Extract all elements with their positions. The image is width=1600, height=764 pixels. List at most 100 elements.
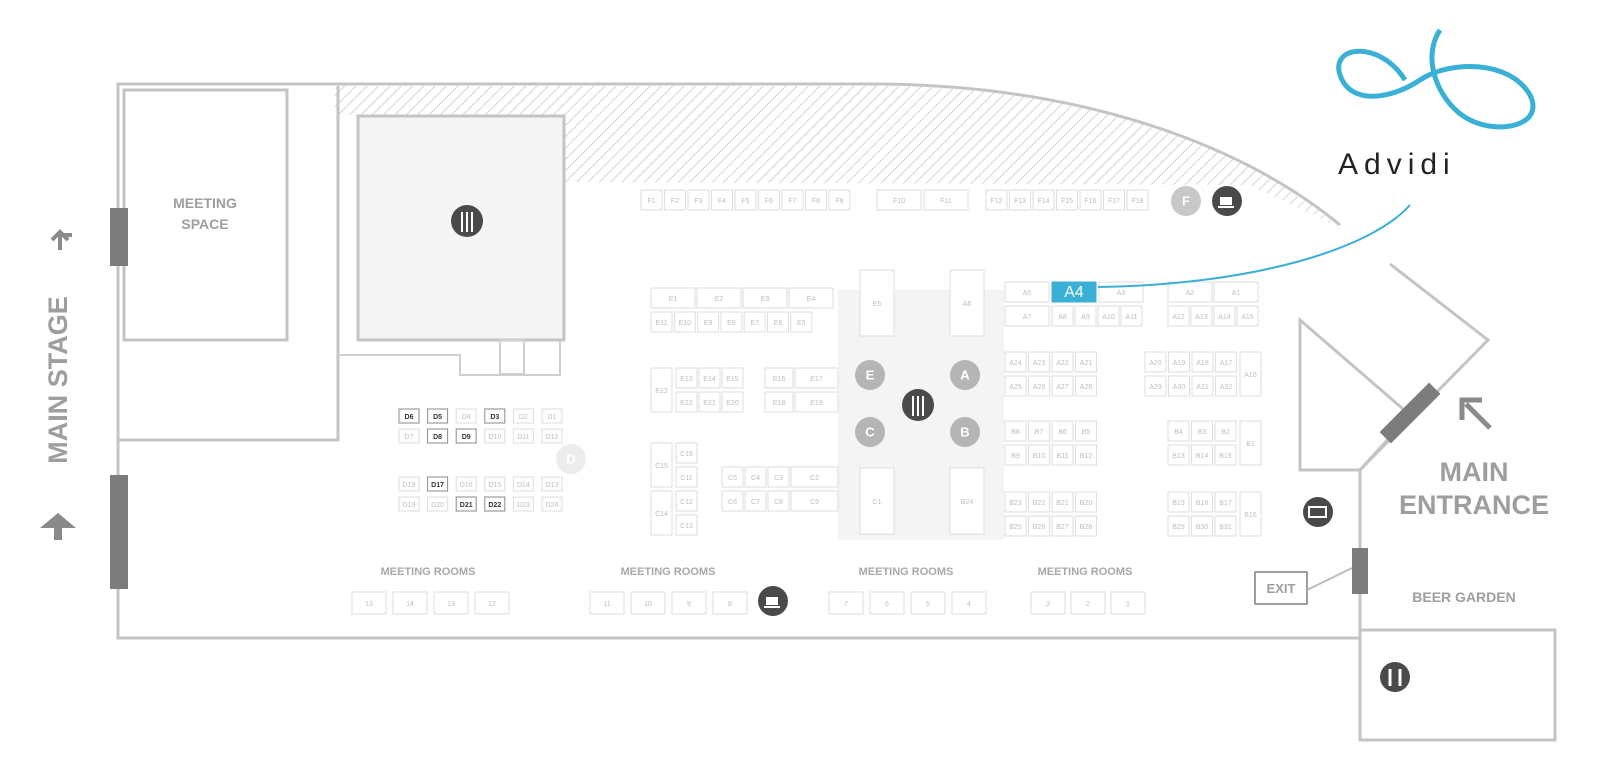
booth-c15[interactable]: C15 [650,442,673,488]
booth-f18[interactable]: F18 [1126,189,1149,211]
booth-a9[interactable]: A9 [1074,305,1097,327]
booth-a10[interactable]: A10 [1097,305,1120,327]
booth-c9[interactable]: C9 [790,490,839,512]
booth-a2[interactable]: A2 [1167,281,1213,303]
booth-f6[interactable]: F6 [758,189,780,211]
booth-f10[interactable]: F10 [876,189,922,211]
booth-b7[interactable]: B7 [1028,420,1050,442]
booth-b26[interactable]: B26 [1028,515,1050,537]
booth-e15[interactable]: E15 [721,367,744,389]
booth-d6[interactable]: D6 [398,408,420,424]
booth-a4[interactable]: A4 [1051,281,1097,303]
meeting-room-13[interactable]: 13 [433,591,469,615]
booth-e9[interactable]: E9 [697,311,720,333]
meeting-room-6[interactable]: 6 [869,591,905,615]
booth-e6[interactable]: E6 [767,311,789,333]
booth-b13[interactable]: B13 [1167,444,1190,466]
booth-f16[interactable]: F16 [1079,189,1102,211]
booth-a31[interactable]: A31 [1191,375,1214,397]
booth-f4[interactable]: F4 [711,189,733,211]
booth-d1[interactable]: D1 [541,408,563,424]
booth-b11[interactable]: B11 [1051,444,1074,466]
booth-d8[interactable]: D8 [427,428,449,444]
booth-f11[interactable]: F11 [923,189,969,211]
booth-e14[interactable]: E14 [698,367,721,389]
booth-b6[interactable]: B6 [1051,420,1074,442]
booth-f3[interactable]: F3 [687,189,710,211]
meeting-room-12[interactable]: 12 [474,591,510,615]
booth-a11[interactable]: A11 [1120,305,1143,327]
booth-c16[interactable]: C16 [675,442,698,464]
booth-e10[interactable]: E10 [673,311,696,333]
booth-d22[interactable]: D22 [484,496,506,512]
booth-b23[interactable]: B23 [1004,491,1027,513]
booth-b12[interactable]: B12 [1075,444,1097,466]
booth-c13[interactable]: C13 [675,514,698,536]
booth-a13[interactable]: A13 [1190,305,1213,327]
booth-f5[interactable]: F5 [734,189,757,211]
meeting-room-4[interactable]: 4 [951,591,987,615]
booth-a27[interactable]: A27 [1051,375,1074,397]
booth-b30[interactable]: B30 [1191,515,1213,537]
booth-e5[interactable]: E5 [859,269,895,337]
booth-b8[interactable]: B8 [1004,420,1027,442]
booth-d7[interactable]: D7 [398,428,420,444]
booth-e16[interactable]: E16 [764,367,794,389]
booth-d10[interactable]: D10 [484,428,506,444]
booth-f2[interactable]: F2 [664,189,686,211]
booth-e4[interactable]: E4 [788,287,834,309]
booth-d15[interactable]: D15 [484,476,506,492]
meeting-room-11[interactable]: 11 [589,591,625,615]
booth-d5[interactable]: D5 [427,408,449,424]
booth-e22[interactable]: E22 [675,391,698,413]
booth-d23[interactable]: D23 [512,496,534,512]
meeting-room-13[interactable]: 13 [351,591,387,615]
booth-a14[interactable]: A14 [1213,305,1236,327]
booth-a18[interactable]: A18 [1191,351,1214,373]
booth-e19[interactable]: E19 [794,391,839,413]
booth-a7[interactable]: A7 [1004,305,1050,327]
booth-c4[interactable]: C4 [744,466,767,488]
booth-a19[interactable]: A19 [1168,351,1190,373]
booth-d13[interactable]: D13 [541,476,563,492]
booth-b9[interactable]: B9 [1004,444,1027,466]
booth-b31[interactable]: B31 [1214,515,1237,537]
booth-a16[interactable]: A16 [1239,351,1262,397]
booth-b14[interactable]: B14 [1191,444,1213,466]
booth-c11[interactable]: C11 [675,466,698,488]
meeting-room-10[interactable]: 10 [630,591,666,615]
booth-a29[interactable]: A29 [1144,375,1167,397]
booth-a12[interactable]: A12 [1167,305,1190,327]
booth-e5[interactable]: E5 [790,311,813,333]
booth-c3[interactable]: C3 [767,466,790,488]
booth-b24[interactable]: B24 [949,467,985,535]
booth-b29[interactable]: B29 [1167,515,1190,537]
booth-e17[interactable]: E17 [794,367,839,389]
booth-c6[interactable]: C6 [721,490,744,512]
booth-c2[interactable]: C2 [790,466,839,488]
booth-d3[interactable]: D3 [484,408,506,424]
booth-e12[interactable]: E12 [650,367,673,413]
booth-e3[interactable]: E3 [742,287,788,309]
meeting-room-2[interactable]: 2 [1070,591,1106,615]
booth-a30[interactable]: A30 [1168,375,1190,397]
meeting-room-3[interactable]: 3 [1030,591,1066,615]
booth-f12[interactable]: F12 [985,189,1008,211]
booth-e1[interactable]: E1 [650,287,696,309]
booth-f8[interactable]: F8 [805,189,827,211]
booth-a1[interactable]: A1 [1213,281,1259,303]
booth-b15[interactable]: B15 [1214,444,1237,466]
zone-a-marker[interactable]: A [950,360,980,390]
booth-b17[interactable]: B17 [1214,491,1237,513]
booth-a28[interactable]: A28 [1075,375,1097,397]
booth-f9[interactable]: F9 [828,189,851,211]
booth-d14[interactable]: D14 [512,476,534,492]
booth-a20[interactable]: A20 [1144,351,1167,373]
booth-b18[interactable]: B18 [1191,491,1213,513]
meeting-room-8[interactable]: 8 [712,591,748,615]
booth-d20[interactable]: D20 [427,496,449,512]
booth-a6[interactable]: A6 [949,269,985,337]
booth-d4[interactable]: D4 [455,408,477,424]
booth-c8[interactable]: C8 [767,490,790,512]
booth-b1[interactable]: B1 [1239,420,1262,466]
